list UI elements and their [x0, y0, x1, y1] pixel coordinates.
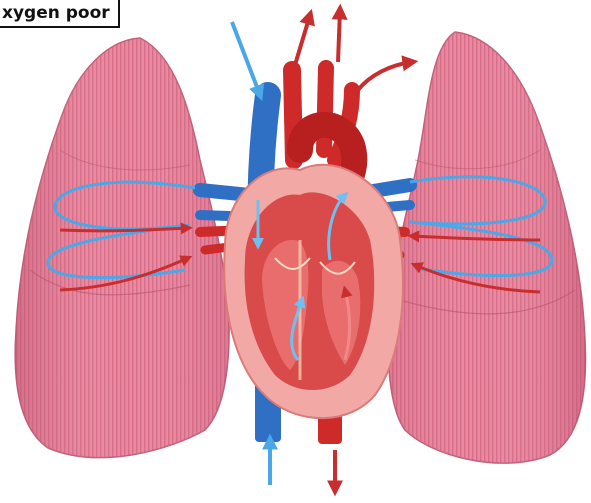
heart — [224, 165, 403, 418]
left-lung — [15, 38, 229, 458]
right-lung — [388, 32, 585, 463]
